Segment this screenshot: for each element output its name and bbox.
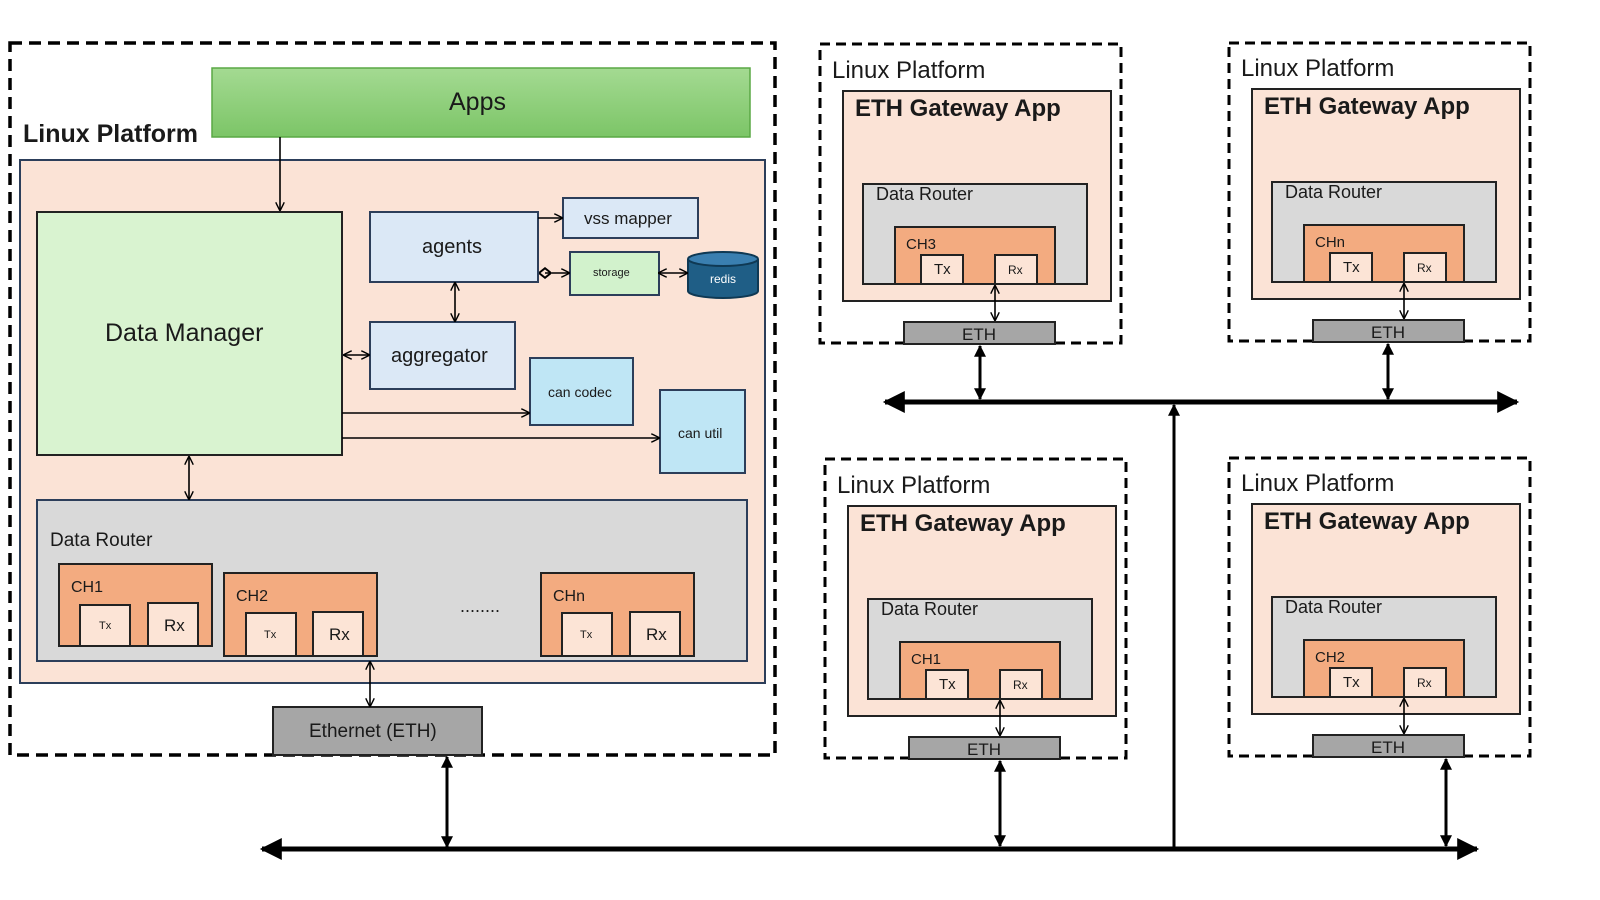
gateway-ch2-rx-label: Rx — [1417, 676, 1432, 690]
router-ellipsis: ........ — [460, 596, 501, 616]
gateway-ch1-tx-box — [925, 669, 969, 700]
gateway-ch3-platform-title: Linux Platform — [832, 57, 986, 84]
gateway-ch1-eth-label: ETH — [967, 740, 1001, 759]
data-manager-label: Data Manager — [105, 319, 264, 347]
gateway-ch3-router-title: Data Router — [876, 184, 974, 204]
storage-box — [569, 251, 660, 296]
gateway-ch2-channel-label: CH2 — [1315, 649, 1346, 666]
gateway-ch1-tx-label: Tx — [939, 676, 956, 693]
gateway-ch1-platform-title: Linux Platform — [837, 472, 991, 499]
can-util-label: can util — [678, 425, 723, 441]
ch2-tx-label: Tx — [264, 629, 277, 641]
gateway-chn-tx-label: Tx — [1343, 259, 1360, 276]
gateway-ch1-app-title: ETH Gateway App — [860, 510, 1066, 537]
ethernet-box — [272, 706, 483, 756]
gateway-ch1 — [823, 457, 1128, 760]
gateway-ch2-dashed-border — [1227, 456, 1532, 758]
aggregator-label: aggregator — [391, 345, 488, 367]
chn-rx-label: Rx — [646, 625, 667, 644]
vss-mapper-label: vss mapper — [584, 209, 672, 228]
redis-cylinder — [687, 251, 759, 299]
gateway-ch3-rx-box — [994, 254, 1038, 285]
gateway-ch1-eth-box — [908, 736, 1061, 760]
gateway-ch3-tx-label: Tx — [934, 261, 951, 278]
gateway-chn-eth-box — [1312, 319, 1465, 343]
data-manager-box — [36, 211, 343, 456]
gateway-chn-eth-label: ETH — [1371, 323, 1405, 342]
gateway-chn-rx-label: Rx — [1417, 261, 1432, 275]
chn-label: CHn — [553, 588, 586, 605]
ch2-tx-box — [245, 612, 297, 657]
can-codec-box — [529, 357, 634, 426]
gateway-ch3-eth-box — [903, 321, 1056, 345]
gateway-ch2-rx-box — [1403, 667, 1447, 698]
gateway-ch1-rx-box — [999, 669, 1043, 700]
gateway-chn-rx-box — [1403, 252, 1447, 283]
gateway-ch3 — [818, 42, 1123, 345]
ch2-label: CH2 — [236, 588, 269, 605]
gateway-chn-platform-title: Linux Platform — [1241, 55, 1395, 82]
gateway-ch3-eth-label: ETH — [962, 325, 996, 344]
gateway-chn-tx-box — [1329, 252, 1373, 283]
vss-mapper-box — [562, 197, 699, 239]
agents-label: agents — [422, 236, 483, 258]
gateway-ch2-tx-label: Tx — [1343, 674, 1360, 691]
gateway-chn-dashed-border — [1227, 41, 1532, 343]
ch1-tx-box — [79, 604, 131, 647]
gateway-ch1-channel-label: CH1 — [911, 651, 942, 668]
ch1-tx-label: Tx — [99, 620, 112, 632]
data-router-title: Data Router — [50, 530, 153, 551]
main-platform-title: Linux Platform — [23, 120, 199, 148]
gateway-ch3-rx-label: Rx — [1008, 263, 1023, 277]
ch2-rx-label: Rx — [329, 625, 350, 644]
gateway-chn — [1227, 41, 1532, 343]
gateway-ch3-app-title: ETH Gateway App — [855, 95, 1061, 122]
gateway-ch2 — [1227, 456, 1532, 758]
gateway-ch3-dashed-border — [818, 42, 1123, 345]
apps-box — [211, 67, 751, 138]
can-codec-label: can codec — [548, 384, 612, 400]
storage-label: storage — [593, 267, 630, 279]
gateway-ch1-router-title: Data Router — [881, 599, 979, 619]
chn-tx-label: Tx — [580, 629, 593, 641]
agents-box — [369, 211, 539, 283]
gateway-ch3-tx-box — [920, 254, 964, 285]
gateway-ch3-channel-label: CH3 — [906, 236, 937, 253]
gateway-ch2-router-title: Data Router — [1285, 597, 1383, 617]
ch2-rx-box — [312, 611, 364, 657]
gateway-chn-channel-label: CHn — [1315, 234, 1346, 251]
gateway-chn-router-title: Data Router — [1285, 182, 1383, 202]
gateway-ch1-rx-label: Rx — [1013, 678, 1028, 692]
gateway-ch2-tx-box — [1329, 667, 1373, 698]
chn-tx-box — [561, 612, 613, 657]
ethernet-label: Ethernet (ETH) — [309, 721, 437, 742]
gateway-ch1-dashed-border — [823, 457, 1128, 760]
main-platform-dashed-border — [8, 41, 777, 757]
ch1-label: CH1 — [71, 579, 104, 596]
ch1-rx-box — [147, 602, 199, 647]
gateway-ch2-eth-label: ETH — [1371, 738, 1405, 757]
ch1-rx-label: Rx — [164, 616, 185, 635]
gateway-ch2-platform-title: Linux Platform — [1241, 470, 1395, 497]
can-util-box — [659, 389, 746, 474]
redis-label: redis — [710, 272, 737, 286]
aggregator-box — [369, 321, 516, 390]
gateway-ch2-eth-box — [1312, 734, 1465, 758]
gateway-ch2-app-title: ETH Gateway App — [1264, 508, 1470, 535]
chn-rx-box — [629, 611, 681, 657]
gateway-chn-app-title: ETH Gateway App — [1264, 93, 1470, 120]
apps-label: Apps — [449, 88, 506, 116]
